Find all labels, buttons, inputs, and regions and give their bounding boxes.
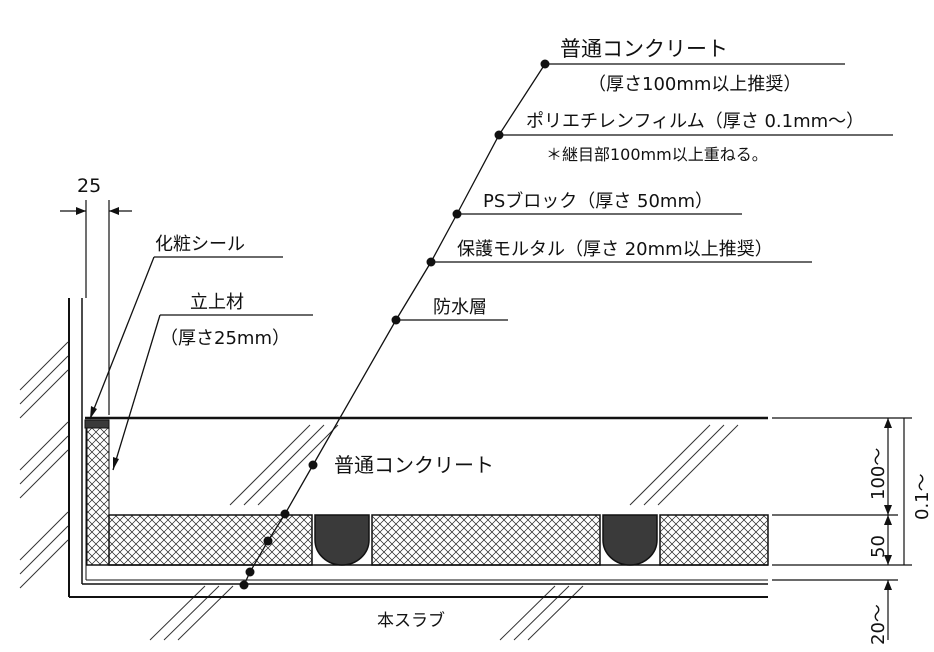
label-riser-note: （厚さ25mm） <box>160 328 290 349</box>
dim-film-thickness: 0.1～ <box>912 473 933 520</box>
label-film: ポリエチレンフィルム（厚さ 0.1mm～） <box>526 111 864 132</box>
block-joint-1 <box>314 514 370 566</box>
main-leader-line <box>243 63 546 586</box>
label-concrete-inner: 普通コンクリート <box>334 453 494 477</box>
block-joint-2 <box>602 514 658 566</box>
leader-dot <box>426 257 436 267</box>
riser-insulation-board <box>86 427 110 566</box>
arrowhead-riser <box>113 457 119 470</box>
leader-dot <box>245 567 255 577</box>
structure <box>68 298 769 598</box>
label-concrete-note: （厚さ100mm以上推奨） <box>588 74 801 95</box>
label-riser: 立上材 <box>190 292 244 313</box>
leader-dot <box>540 59 550 69</box>
dimension-lines <box>60 200 912 640</box>
dim-riser-width: 25 <box>77 175 101 197</box>
leader-dot <box>452 209 462 219</box>
leader-dot <box>391 315 401 325</box>
label-sealant: 化粧シール <box>155 234 245 255</box>
leader-dot <box>308 460 318 470</box>
leader-dot <box>263 536 273 546</box>
leader-dot <box>280 509 290 519</box>
dim-block-thickness: 50 <box>868 535 889 558</box>
label-film-note: ＊継目部100mm以上重ねる。 <box>546 145 768 164</box>
leader-lines <box>89 63 893 586</box>
label-mortar: 保護モルタル（厚さ 20mm以上推奨） <box>457 239 773 260</box>
ps-block-1 <box>108 514 313 566</box>
leader-dot <box>494 130 504 140</box>
leader-riser-diag <box>112 314 161 471</box>
background-hatching <box>19 341 739 641</box>
dim-mortar-thickness: 20～ <box>868 604 889 645</box>
arrowhead-sealant <box>90 406 97 419</box>
label-slab: 本スラブ <box>377 610 445 631</box>
text-labels: 普通コンクリート （厚さ100mm以上推奨） ポリエチレンフィルム（厚さ 0.1… <box>77 37 933 645</box>
decorative-sealant <box>84 419 110 429</box>
label-concrete-title: 普通コンクリート <box>560 37 728 61</box>
label-waterproof: 防水層 <box>433 297 487 318</box>
dim-concrete-thickness: 100～ <box>868 448 889 500</box>
leader-sealant-diag <box>89 256 155 420</box>
ps-block-2 <box>371 514 601 566</box>
leader-dots <box>239 59 550 590</box>
label-ps-block: PSブロック（厚さ 50mm） <box>483 190 713 212</box>
ps-block-3 <box>659 514 769 566</box>
leader-dot <box>239 580 249 590</box>
